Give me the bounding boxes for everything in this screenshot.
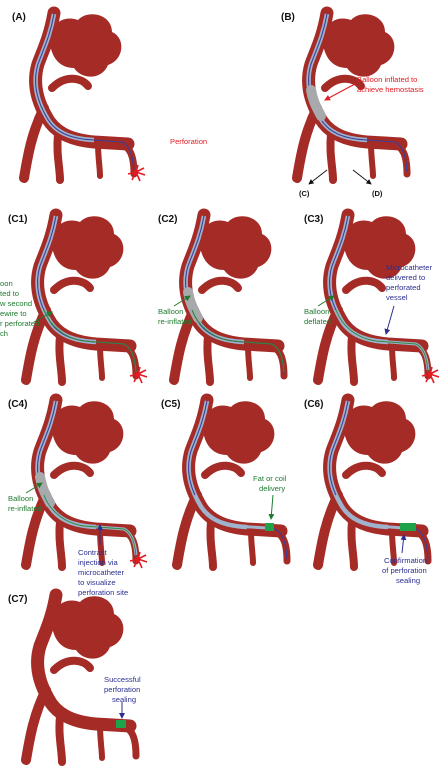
c3-note-line-4: vessel [386, 293, 408, 302]
c3-note-line-1: Microcatheter [386, 263, 432, 272]
panel-label: (C5) [161, 399, 180, 410]
c3-note-line-3: perforated [386, 283, 421, 292]
panel-b: (B) Balloon inflated to achieve hemostas… [281, 12, 424, 198]
c2-note-line-2: re-inflated [158, 317, 192, 326]
c7-note-line-2: perforation [104, 685, 140, 694]
balloon-note-line-1: Balloon inflated to [357, 75, 417, 84]
c4-note2-line-3: microcatheter [78, 568, 124, 577]
panel-label: (C3) [304, 214, 323, 225]
c3-note2-line-1: Balloon [304, 307, 329, 316]
sealed-site [400, 523, 416, 531]
panel-label: (C4) [8, 399, 27, 410]
c2-note-line-1: Balloon [158, 307, 183, 316]
c4-note2-line-5: perforation site [78, 588, 128, 597]
panel-c7: (C7) Successful perforation sealing [8, 594, 141, 762]
panel-c2: (C2) Balloon re-inflated [158, 214, 284, 382]
c1-note-line-1: oon [0, 279, 13, 288]
c6-note-line-2: of perforation [382, 566, 427, 575]
panel-label: (C1) [8, 214, 27, 225]
vessel-tree [26, 215, 136, 382]
c5-note-line-2: delivery [259, 484, 285, 493]
vessel-tree [318, 400, 428, 567]
coil-arrow [271, 495, 273, 519]
c7-note-line-3: sealing [112, 695, 136, 704]
c4-note2-line-4: to visualize [78, 578, 116, 587]
panel-label: (C2) [158, 214, 177, 225]
vessel-tree [318, 215, 428, 382]
sealed-site [116, 720, 126, 728]
c1-note-line-5: r perforated [0, 319, 39, 328]
c5-note-line-1: Fat or coil [253, 474, 287, 483]
panel-c6: (C6) Confirmation of perforation sealing [304, 399, 428, 585]
c4-note-line-2: re-inflated [8, 504, 42, 513]
c3-note2-line-2: deflated [304, 317, 331, 326]
panel-label: (B) [281, 12, 295, 23]
panel-c5: (C5) Fat or coil delivery [161, 399, 287, 567]
c1-note-line-3: w second [0, 299, 32, 308]
ref-c: (C) [299, 189, 310, 198]
vessel-tree [24, 13, 134, 180]
ref-d: (D) [372, 189, 383, 198]
c1-note-line-4: ewire to [0, 309, 27, 318]
c7-note-line-1: Successful [104, 675, 141, 684]
c6-note-line-3: sealing [396, 576, 420, 585]
coil-delivery [265, 523, 274, 531]
microcatheter-arrow [386, 306, 394, 334]
confirmation-arrow [402, 535, 404, 553]
panel-label: (A) [12, 12, 26, 23]
panel-c3: (C3) Microcatheter delivered to perforat… [304, 214, 439, 383]
panel-c1: (C1) oon ted to w second ewire to r perf… [0, 214, 147, 383]
perforation-label: Perforation [170, 137, 207, 146]
panel-a: (A) Perforation [12, 12, 207, 181]
c6-note-line-1: Confirmation [384, 556, 427, 565]
arrow-to-c [309, 170, 327, 184]
c1-note-line-6: ch [0, 329, 8, 338]
c4-note-line-1: Balloon [8, 494, 33, 503]
panel-label: (C6) [304, 399, 323, 410]
c4-note2-line-1: Contrast [78, 548, 108, 557]
c1-note-line-2: ted to [0, 289, 19, 298]
c3-note-line-2: delivered to [386, 273, 425, 282]
balloon-note-line-2: achieve hemostasis [357, 85, 424, 94]
panel-c4: (C4) Balloon re-inflated Contrast inject… [8, 399, 147, 597]
c4-note2-line-2: injection via [78, 558, 118, 567]
arrow-to-d [353, 170, 371, 184]
panel-label: (C7) [8, 594, 27, 605]
